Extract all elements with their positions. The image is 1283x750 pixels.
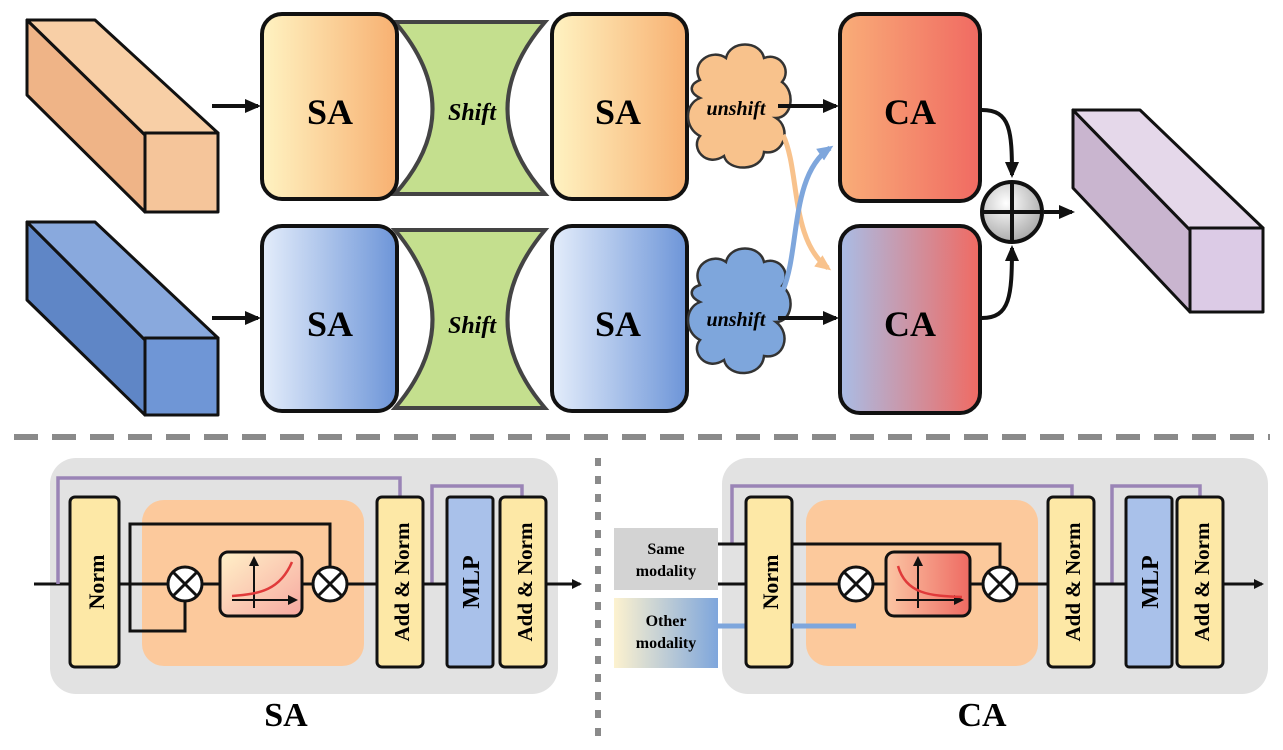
arrow-ca-top-to-sum [981, 108, 1019, 178]
unshift-label-bottom: unshift [707, 309, 767, 331]
ca-add-norm-label-2: Add & Norm [1190, 522, 1214, 642]
ca-caption: CA [957, 697, 1007, 734]
shift-shape-top [390, 20, 550, 196]
sa-caption: SA [264, 697, 308, 734]
ca-block-bottom [838, 224, 982, 415]
sa-label-bottom-left: SA [307, 304, 353, 344]
sa-label-top-left: SA [307, 92, 353, 132]
multiply-icon [837, 565, 875, 603]
ca-add-norm-label-1: Add & Norm [1061, 522, 1085, 642]
sa-add-norm-label-1: Add & Norm [390, 522, 414, 642]
sa-norm-label: Norm [84, 555, 109, 610]
cross-arrow-blue-to-top-ca [780, 145, 834, 291]
ca-norm-label: Norm [758, 555, 783, 610]
multiply-icon [981, 565, 1019, 603]
multiply-icon [311, 565, 349, 603]
unshift-cloud-bottom [686, 247, 792, 375]
ca-label-top: CA [884, 92, 936, 132]
arrow-ca-bottom-to-sum [981, 245, 1019, 320]
ca-mlp-label: MLP [1138, 555, 1164, 608]
attention-curve-icon [884, 550, 972, 618]
sa-block-bottom-left [260, 224, 399, 413]
shift-label-bottom: Shift [448, 313, 497, 339]
shift-label-top: Shift [448, 100, 497, 126]
unshift-label-top: unshift [707, 98, 767, 120]
sa-label-top-right: SA [595, 92, 641, 132]
blue-input-feature [25, 220, 220, 417]
sa-block-top-left [260, 12, 399, 201]
output-feature [1071, 108, 1265, 314]
ca-block-top [838, 12, 982, 203]
multiply-icon [166, 565, 204, 603]
sa-detail-panel: Norm Add & Norm M [34, 458, 582, 694]
orange-input-feature [25, 18, 220, 214]
shift-shape-bottom [390, 228, 550, 410]
sa-label-bottom-right: SA [595, 304, 641, 344]
sum-icon [980, 180, 1044, 244]
attention-curve-icon [218, 550, 304, 618]
sa-block-top-right [550, 12, 689, 201]
sa-mlp-label: MLP [459, 555, 485, 608]
ca-label-bottom: CA [884, 304, 936, 344]
sa-add-norm-label-2: Add & Norm [513, 522, 537, 642]
